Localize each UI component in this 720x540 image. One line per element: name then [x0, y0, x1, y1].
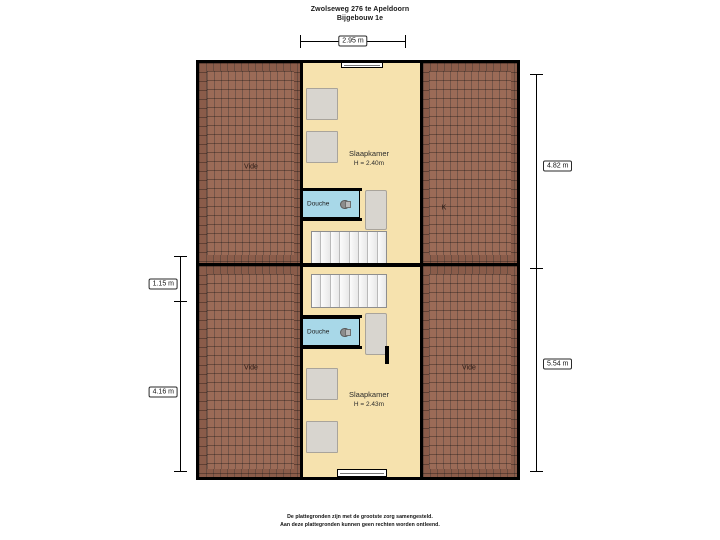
dimension-left-upper-tick-top [174, 256, 187, 257]
toilet-tank-upper [345, 201, 351, 208]
stair-tread [312, 232, 322, 264]
roof-void-left-lower-label: Vide [244, 364, 258, 372]
dimension-left-upper-label: 1.15 m [148, 278, 178, 290]
dormer-block-lower-2 [306, 421, 338, 453]
room-label-slaapkamer-lower: Slaapkamer H = 2.43m [349, 390, 389, 408]
stair-tread [377, 232, 386, 264]
dimension-left-upper-line [180, 256, 181, 302]
wall-middle-divider-left [199, 263, 302, 266]
wall-central-left [300, 63, 303, 477]
bathroom-fixture-upper [365, 190, 387, 230]
stair-tread [330, 232, 341, 264]
wall-central-right [420, 63, 423, 477]
roof-void-left-upper-inner [207, 71, 294, 255]
dimension-top-tick-left [300, 35, 301, 48]
floorplan-drawing: Vide Vide K Vide Slaapkamer H = 2.40m [196, 60, 520, 480]
wall-douche-lower-top [302, 315, 362, 318]
dimension-right-lower-label: 5.54 m [543, 358, 573, 370]
plan-title-block: Zwolseweg 276 te Apeldoorn Bijgebouw 1e [0, 6, 720, 24]
stair-tread [349, 275, 359, 307]
roof-void-right-lower-label: Vide [462, 364, 476, 372]
wet-room-label-douche-upper: Douche [307, 200, 330, 208]
staircase-lower [311, 274, 387, 308]
wet-room-label-douche-lower: Douche [307, 328, 330, 336]
dimension-right-upper-tick-top [530, 74, 543, 75]
bathroom-fixture-lower [365, 313, 387, 355]
room-name-slaapkamer-upper: Slaapkamer [348, 149, 390, 158]
dormer-block-lower-1 [306, 368, 338, 400]
room-height-slaapkamer-upper: H = 2.40m [353, 160, 385, 167]
dimension-top-tick-right [405, 35, 406, 48]
room-label-slaapkamer-upper: Slaapkamer H = 2.40m [349, 149, 389, 167]
stair-tread [368, 275, 378, 307]
stair-tread [368, 232, 378, 264]
stair-tread [340, 232, 350, 264]
disclaimer-line-1: De plattegronden zijn met de grootste zo… [287, 514, 433, 521]
toilet-tank-lower [345, 329, 351, 336]
toilet-fixture-lower [340, 327, 351, 337]
roof-void-left-lower-inner [207, 274, 294, 469]
roof-void-right-lower-inner [429, 274, 511, 469]
roof-void-right-upper-inner [429, 71, 511, 255]
roof-void-left-upper-label: Vide [244, 163, 258, 171]
wall-douche-lower-right-stub [385, 346, 389, 364]
staircase-upper [311, 231, 387, 265]
stair-tread [377, 275, 386, 307]
dimension-right-lower-tick-bottom [530, 471, 543, 472]
stair-tread [349, 232, 359, 264]
stair-tread [321, 275, 331, 307]
stair-tread [321, 232, 331, 264]
wall-douche-upper-bottom [302, 218, 362, 221]
dimension-right-upper-label: 4.82 m [543, 160, 573, 172]
room-name-slaapkamer-lower: Slaapkamer [348, 390, 390, 399]
plan-title-subtitle: Bijgebouw 1e [336, 14, 384, 22]
wall-douche-upper-top [302, 188, 362, 191]
window-top [341, 63, 383, 68]
wall-middle-divider-right [423, 263, 517, 266]
disclaimer-line-2: Aan deze plattegronden kunnen geen recht… [280, 522, 440, 529]
stair-tread [312, 275, 322, 307]
disclaimer-block: De plattegronden zijn met de grootste zo… [0, 514, 720, 530]
stair-tread [330, 275, 341, 307]
dimension-left-lower-tick-bottom [174, 471, 187, 472]
dormer-block-upper-2 [306, 131, 338, 163]
dormer-block-upper-1 [306, 88, 338, 120]
room-height-slaapkamer-lower: H = 2.43m [353, 401, 385, 408]
stair-tread [358, 275, 369, 307]
dimension-right-upper-line [536, 74, 537, 268]
dimension-right-lower-line [536, 268, 537, 472]
stair-tread [358, 232, 369, 264]
dimension-left-lower-label: 4.16 m [148, 386, 178, 398]
wall-douche-lower-bottom [302, 346, 362, 349]
toilet-fixture-upper [340, 199, 351, 209]
plan-title-address: Zwolseweg 276 te Apeldoorn [310, 6, 410, 13]
dimension-left-lower-line [180, 301, 181, 471]
wall-middle-divider [302, 263, 423, 267]
stair-tread [340, 275, 350, 307]
kitchen-marker-label: K [441, 204, 447, 212]
window-bottom [337, 469, 387, 477]
interior-area: Vide Vide K Vide Slaapkamer H = 2.40m [199, 63, 517, 477]
dimension-top-label: 2.95 m [338, 35, 368, 47]
